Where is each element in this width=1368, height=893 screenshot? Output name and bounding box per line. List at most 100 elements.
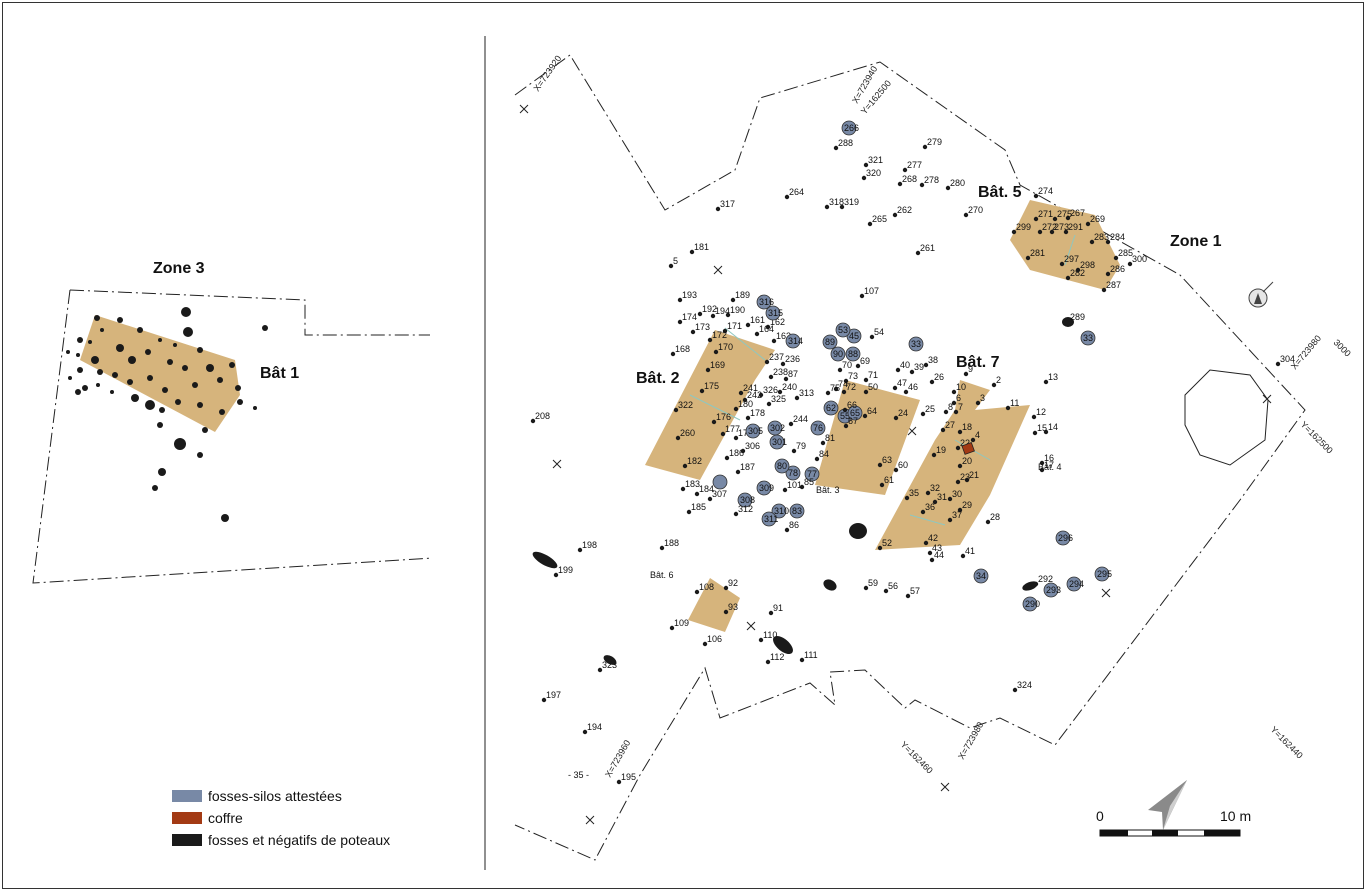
post-hole <box>697 311 703 317</box>
feature-number: 283 <box>1094 232 1109 242</box>
post-hole <box>217 377 223 383</box>
scale-end: 10 m <box>1220 808 1252 824</box>
post-hole <box>147 375 153 381</box>
post-hole <box>905 593 911 599</box>
post-hole <box>1031 414 1037 420</box>
feature-number: 199 <box>558 565 573 575</box>
post-hole <box>867 221 873 227</box>
scale-start: 0 <box>1096 808 1104 824</box>
post-hole <box>670 351 676 357</box>
post-hole <box>923 362 929 368</box>
post-hole <box>183 327 193 337</box>
feature-number: 54 <box>874 327 884 337</box>
post-hole <box>75 389 81 395</box>
feature-number: 52 <box>882 538 892 548</box>
post-hole <box>929 557 935 563</box>
feature-number: 306 <box>745 441 760 451</box>
post-hole <box>88 340 92 344</box>
post-hole <box>837 367 843 373</box>
post-hole <box>597 667 603 673</box>
feature-number: 7 <box>958 402 963 412</box>
feature-number: 5 <box>673 256 678 266</box>
feature-number: 175 <box>704 381 719 391</box>
post-hole <box>738 390 744 396</box>
feature-number: 33 <box>911 339 921 349</box>
post-hole <box>1127 261 1133 267</box>
post-hole <box>77 367 83 373</box>
post-hole <box>768 374 774 380</box>
feature-number: 72 <box>846 382 856 392</box>
feature-number: 180 <box>738 399 753 409</box>
post-hole <box>991 382 997 388</box>
post-hole <box>262 325 268 331</box>
post-hole <box>820 440 826 446</box>
post-hole <box>157 422 163 428</box>
feature-number: 197 <box>546 690 561 700</box>
post-hole <box>173 343 177 347</box>
post-hole <box>951 400 957 406</box>
feature-number: 39 <box>914 362 924 372</box>
feature-number: 287 <box>1106 280 1121 290</box>
silo-pit <box>1055 530 1071 546</box>
feature-number: 73 <box>848 371 858 381</box>
feature-number: 92 <box>728 578 738 588</box>
feature-number: 286 <box>1110 264 1125 274</box>
feature-number: 312 <box>738 504 753 514</box>
large-post-pit <box>823 579 837 591</box>
feature-number: 22 <box>960 438 970 448</box>
post-hole <box>202 427 208 433</box>
post-hole <box>723 585 729 591</box>
feature-number: 27 <box>945 420 955 430</box>
grid-label: Y=162500 <box>1299 419 1335 455</box>
post-hole <box>863 585 869 591</box>
feature-number: 164 <box>759 324 774 334</box>
post-hole <box>925 490 931 496</box>
building-4-label: Bât. 4 <box>1038 462 1062 472</box>
feature-number: 275 <box>1057 209 1072 219</box>
post-hole <box>745 322 751 328</box>
feature-number: 291 <box>1068 222 1083 232</box>
feature-number: 6 <box>956 393 961 403</box>
feature-number: 57 <box>910 586 920 596</box>
feature-number: 106 <box>707 634 722 644</box>
silo-pit <box>767 420 783 436</box>
feature-number: 80 <box>777 461 787 471</box>
post-hole <box>94 315 100 321</box>
post-hole <box>861 175 867 181</box>
post-hole <box>758 392 764 398</box>
post-hole <box>197 452 203 458</box>
post-hole <box>1075 267 1081 273</box>
feature-number: 61 <box>884 475 894 485</box>
feature-number: 309 <box>759 483 774 493</box>
feature-number: 288 <box>838 138 853 148</box>
post-hole <box>784 527 790 533</box>
legend-label: fosses et négatifs de poteaux <box>208 832 391 848</box>
post-hole <box>197 347 203 353</box>
feature-number: 85 <box>804 477 814 487</box>
post-hole <box>1105 239 1111 245</box>
feature-number: 44 <box>934 550 944 560</box>
post-hole <box>970 437 976 443</box>
post-hole <box>1039 460 1045 466</box>
post-hole <box>922 144 928 150</box>
feature-number: 60 <box>898 460 908 470</box>
post-hole <box>1065 215 1071 221</box>
post-hole <box>1012 687 1018 693</box>
post-hole <box>1113 255 1119 261</box>
post-hole <box>923 540 929 546</box>
building-7-label: Bât. 7 <box>956 354 1000 371</box>
post-hole <box>158 338 162 342</box>
post-hole <box>237 399 243 405</box>
feature-number: 108 <box>699 582 714 592</box>
post-hole <box>782 487 788 493</box>
feature-number: 14 <box>1048 422 1058 432</box>
post-hole <box>91 356 99 364</box>
post-hole <box>616 779 622 785</box>
post-hole <box>689 249 695 255</box>
post-hole <box>707 496 713 502</box>
feature-number: 178 <box>750 408 765 418</box>
feature-number: 88 <box>848 349 858 359</box>
post-hole <box>784 194 790 200</box>
zone3-posts <box>66 307 268 522</box>
